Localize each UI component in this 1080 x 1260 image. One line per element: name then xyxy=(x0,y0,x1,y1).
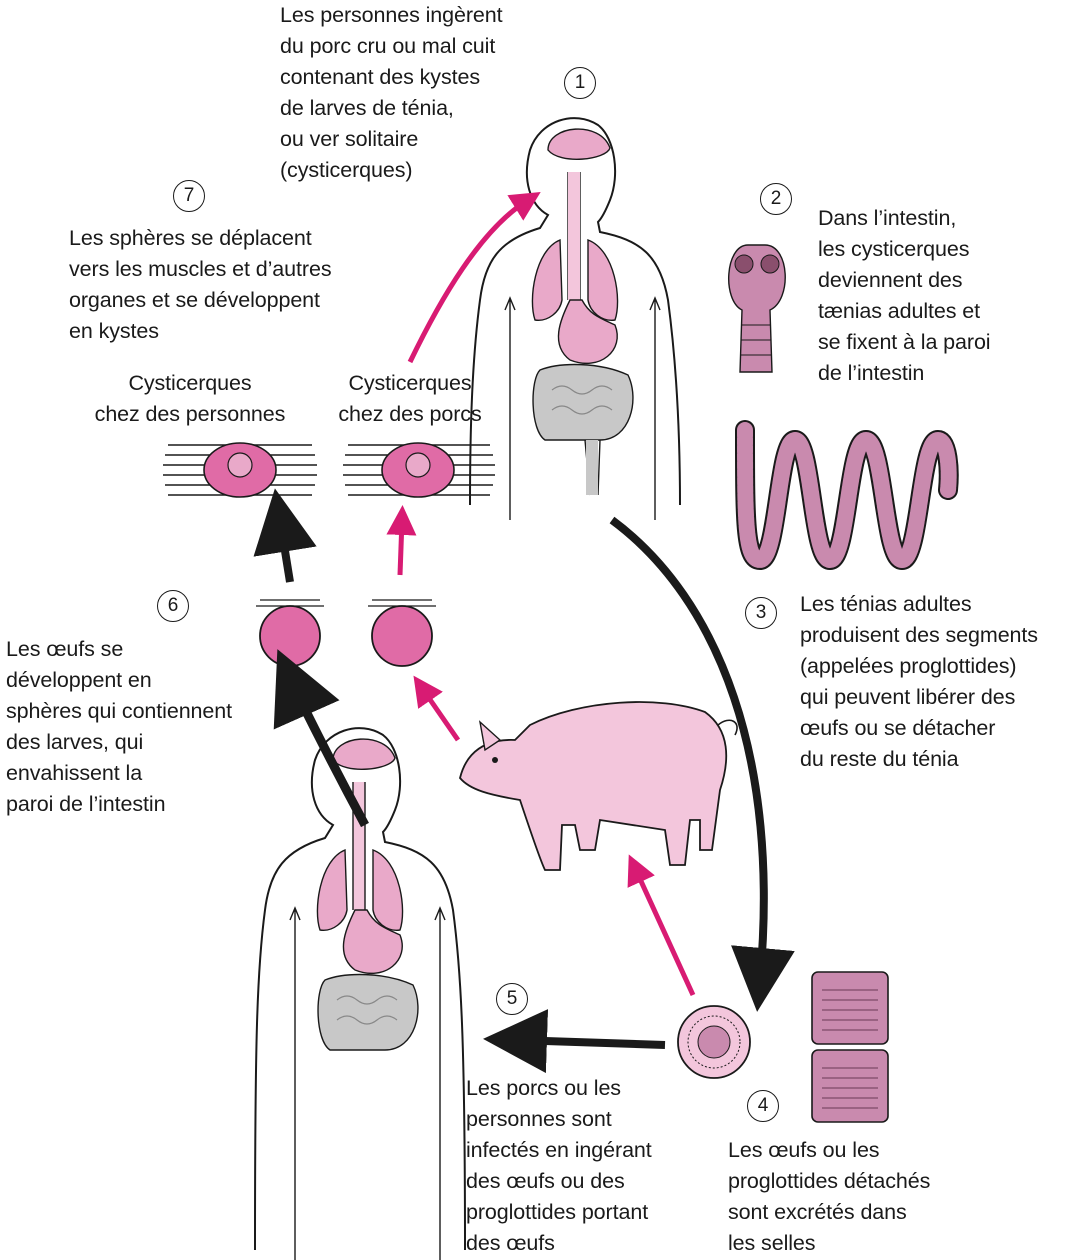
tapeworm-scolex-icon xyxy=(728,244,786,373)
step-7-text: Les sphères se déplacent vers les muscle… xyxy=(69,226,332,343)
step-number-6: 6 xyxy=(157,590,189,622)
step-number-1: 1 xyxy=(564,67,596,99)
step-number-4: 4 xyxy=(747,1090,779,1122)
human-anatomy-icon xyxy=(469,117,681,520)
arrow-sphere-to-cyst xyxy=(386,505,417,576)
arrow-4-to-5 xyxy=(483,1009,666,1074)
step-number-5: 5 xyxy=(496,983,528,1015)
cyst-in-muscle-icon xyxy=(343,442,495,498)
arrow-egg-to-pig xyxy=(627,854,696,997)
arrow-5-to-6 xyxy=(273,649,369,828)
arrow-cyst-to-human xyxy=(407,192,541,364)
cyst-people-label: Cysticerques chez des personnes xyxy=(94,371,286,426)
step-6-text: Les œufs se développent en sphères qui c… xyxy=(6,637,233,816)
cyst-pigs-label: Cysticerques chez des porcs xyxy=(338,371,482,426)
tapeworm-body-icon xyxy=(735,420,959,571)
step-5-text: Les porcs ou les personnes sont infectés… xyxy=(466,1076,652,1255)
arrow-pig-to-sphere xyxy=(413,675,461,742)
step-4-text: Les œufs ou les proglottides détachés so… xyxy=(728,1138,931,1255)
proglottid-segments-icon xyxy=(811,971,889,1123)
step-2-text: Dans l’intestin, les cysticerques devien… xyxy=(818,206,991,385)
cyst-in-muscle-icon xyxy=(163,442,317,498)
step-3-text: Les ténias adultes produisent des segmen… xyxy=(800,592,1038,771)
sphere-icon xyxy=(368,599,436,667)
arrow-3-to-4 xyxy=(609,516,795,1012)
step-number-3: 3 xyxy=(745,597,777,629)
pig-icon xyxy=(459,701,738,871)
step-number-2: 2 xyxy=(760,183,792,215)
step-1-text: Les personnes ingèrent du porc cru ou ma… xyxy=(280,3,503,182)
egg-icon xyxy=(677,1005,751,1079)
arrow-6-to-7 xyxy=(253,488,317,583)
human-anatomy-icon xyxy=(254,727,466,1260)
step-number-7: 7 xyxy=(173,180,205,212)
